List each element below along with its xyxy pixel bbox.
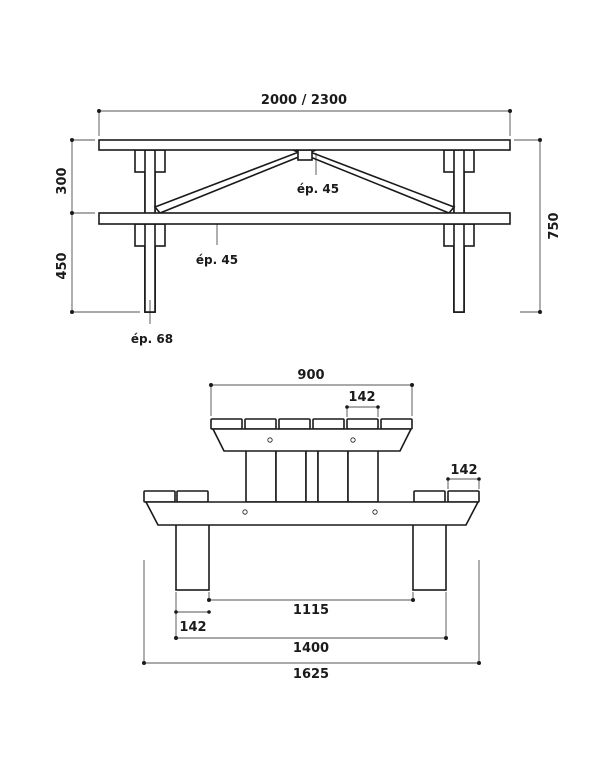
total-height-label: 750 bbox=[547, 212, 562, 239]
end-view-table-slats bbox=[210, 418, 413, 430]
leg-spacing-label: 1115 bbox=[293, 603, 329, 618]
dim-overall-width: 1625 bbox=[142, 560, 481, 682]
end-view: 900 142 142 1115 bbox=[142, 368, 481, 682]
dim-heights-left: 300 450 bbox=[55, 138, 140, 314]
end-view-leg-right bbox=[412, 519, 447, 591]
seat-thickness-label: ép. 45 bbox=[196, 253, 238, 267]
end-view-pedestal bbox=[245, 449, 379, 503]
dim-total-height: 750 bbox=[514, 138, 562, 314]
seat-span-label: 1400 bbox=[293, 641, 329, 656]
seat-height-label: 450 bbox=[55, 252, 70, 279]
length-label: 2000 / 2300 bbox=[261, 93, 347, 108]
overall-width-label: 1625 bbox=[293, 667, 329, 682]
bolt-hole bbox=[267, 437, 273, 443]
brace-thickness-label: ép. 45 bbox=[297, 182, 339, 196]
side-view-seat bbox=[98, 212, 511, 225]
table-width-label: 900 bbox=[297, 368, 324, 383]
end-view-leg-left bbox=[175, 519, 210, 591]
side-view: 2000 / 2300 300 450 750 ép. 45 bbox=[55, 93, 562, 346]
dim-table-width: 900 bbox=[209, 368, 414, 416]
callout-leg: ép. 68 bbox=[131, 300, 173, 346]
dim-leg-spacing: 1115 bbox=[207, 592, 415, 618]
end-view-seat-beam bbox=[144, 501, 480, 526]
dim-table-board: 142 bbox=[345, 390, 380, 417]
leg-width-label: 142 bbox=[179, 620, 206, 635]
side-view-legs bbox=[134, 149, 475, 313]
callout-seat: ép. 45 bbox=[196, 224, 238, 267]
dim-seat-span: 1400 bbox=[174, 592, 448, 656]
top-height-label: 300 bbox=[55, 167, 70, 194]
end-view-table-beam bbox=[211, 428, 413, 452]
bolt-hole bbox=[350, 437, 356, 443]
table-board-label: 142 bbox=[348, 390, 375, 405]
callout-brace: ép. 45 bbox=[297, 153, 339, 196]
bolt-hole bbox=[242, 509, 248, 515]
dim-length: 2000 / 2300 bbox=[97, 93, 512, 136]
leg-thickness-label: ép. 68 bbox=[131, 332, 173, 346]
seat-board-label: 142 bbox=[450, 463, 477, 478]
side-view-tabletop bbox=[98, 139, 511, 151]
dim-leg-width: 142 bbox=[174, 592, 211, 635]
dim-seat-board: 142 bbox=[446, 463, 481, 489]
bolt-hole bbox=[372, 509, 378, 515]
